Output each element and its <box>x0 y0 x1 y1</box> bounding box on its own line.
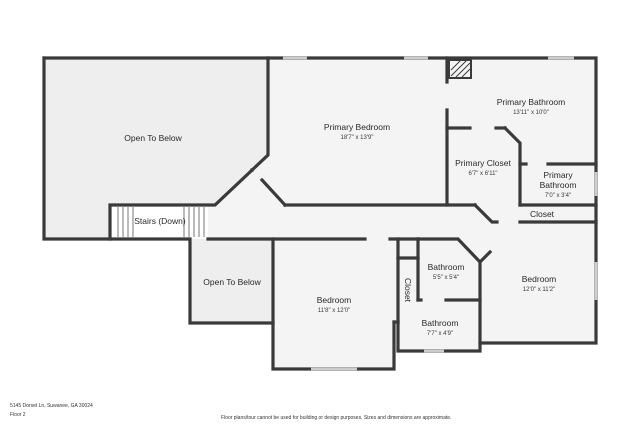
label-open-below-1: Open To Below <box>124 133 182 143</box>
label-stairs: Stairs (Down) <box>134 216 186 226</box>
label-bedroom-1: Bedroom <box>317 295 352 305</box>
stairs-area <box>110 205 208 239</box>
footer-address: 5145 Dorset Ln, Suwanee, GA 30024 <box>10 403 93 409</box>
label-primary-bathroom-2-line1: Primary <box>543 170 573 180</box>
dim-primary-bedroom: 18'7" x 13'9" <box>341 135 374 141</box>
exterior-wall-bottom-left <box>42 56 396 371</box>
dim-primary-closet: 6'7" x 6'11" <box>468 171 497 177</box>
label-bedroom-2: Bedroom <box>522 274 557 284</box>
open-below-1-area <box>44 58 268 239</box>
window-inner <box>283 57 597 370</box>
chimney <box>448 59 472 79</box>
footer-disclaimer: Floor plans/tour cannot be used for buil… <box>221 415 452 421</box>
label-primary-closet: Primary Closet <box>455 158 511 168</box>
footer-floor: Floor 2 <box>10 412 26 418</box>
open-below-2-area <box>190 239 273 323</box>
label-bathroom-2: Bathroom <box>422 318 459 328</box>
label-closet-1: Closet <box>530 209 555 219</box>
room-labels: Open To Below Primary Bedroom 18'7" x 13… <box>124 97 576 337</box>
label-primary-bedroom: Primary Bedroom <box>324 122 390 132</box>
dim-primary-bathroom-2: 7'0" x 3'4" <box>545 193 571 199</box>
open-below-1-wall <box>108 56 270 241</box>
label-open-below-2: Open To Below <box>203 277 261 287</box>
dim-bathroom-1: 5'5" x 5'4" <box>433 275 459 281</box>
label-bathroom-1: Bathroom <box>428 262 465 272</box>
walls <box>42 56 598 371</box>
dim-bathroom-2: 7'7" x 4'9" <box>427 331 453 337</box>
label-primary-bathroom-2-line2: Bathroom <box>540 180 577 190</box>
stair-treads <box>117 207 205 237</box>
dim-primary-bathroom: 13'11" x 10'0" <box>513 110 549 116</box>
floor-fills <box>44 58 596 369</box>
dim-bedroom-1: 11'8" x 12'0" <box>318 308 350 314</box>
chimney-hatch <box>450 59 471 78</box>
label-closet-2: Closet <box>403 278 413 303</box>
label-primary-bathroom: Primary Bathroom <box>497 97 566 107</box>
dim-bedroom-2: 12'0" x 11'2" <box>523 287 555 293</box>
